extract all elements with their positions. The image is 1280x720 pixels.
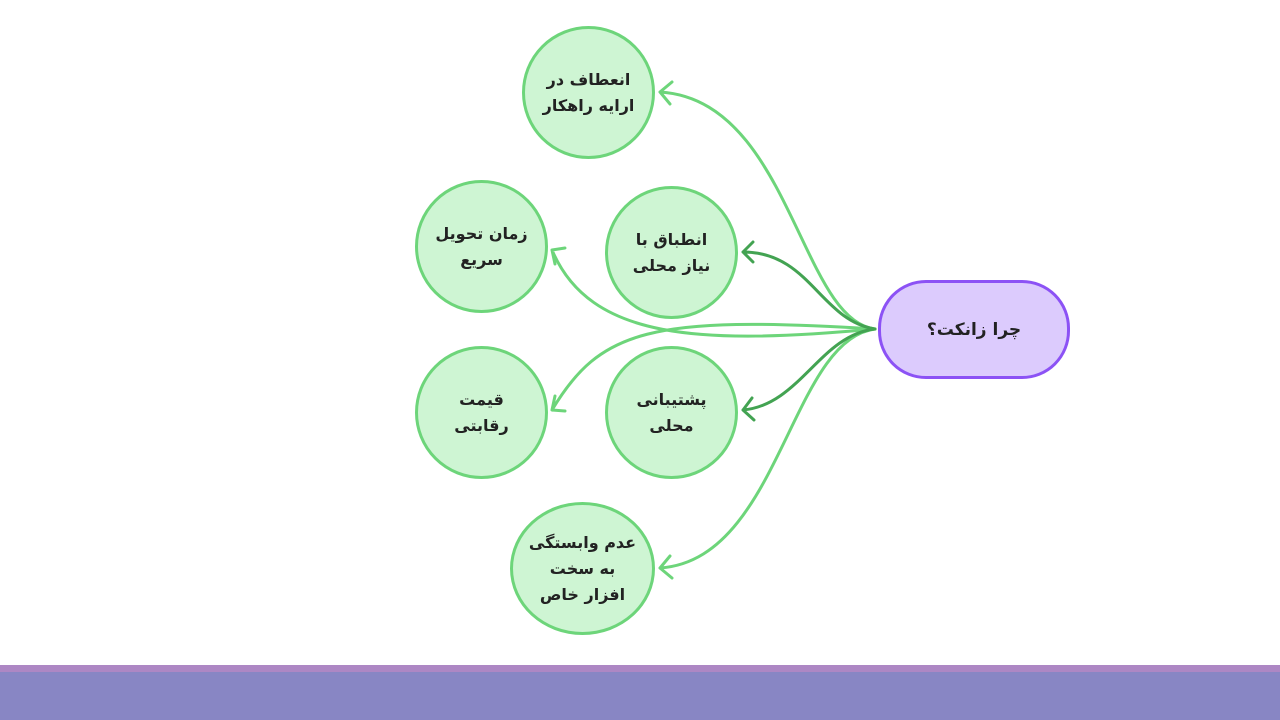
root-label: چرا زانکت؟ <box>926 319 1022 340</box>
node-label: انطباق با نیاز محلی <box>632 229 711 275</box>
footer-bar <box>0 672 1280 720</box>
node-label: قیمت رقابتی <box>454 389 509 435</box>
link-competitive-price <box>550 322 877 413</box>
node-hardware-independence[interactable]: عدم وابستگی به سخت افزار خاص <box>510 502 655 635</box>
node-label: عدم وابستگی به سخت افزار خاص <box>528 532 637 604</box>
link-hardware-independence <box>658 327 877 580</box>
link-local-support <box>741 327 877 422</box>
link-flexibility <box>658 80 877 331</box>
root-node[interactable]: چرا زانکت؟ <box>878 280 1070 379</box>
node-flexibility[interactable]: انعطاف در ارایه راهکار <box>522 26 655 159</box>
node-label: زمان تحویل سریع <box>435 223 528 269</box>
node-local-support[interactable]: پشتیبانی محلی <box>605 346 738 479</box>
link-fast-delivery <box>550 246 877 338</box>
node-competitive-price[interactable]: قیمت رقابتی <box>415 346 548 479</box>
footer-accent-bar <box>0 665 1280 672</box>
node-local-needs[interactable]: انطباق با نیاز محلی <box>605 186 738 319</box>
node-fast-delivery[interactable]: زمان تحویل سریع <box>415 180 548 313</box>
node-label: پشتیبانی محلی <box>636 389 707 435</box>
link-local-needs <box>741 240 877 331</box>
node-label: انعطاف در ارایه راهکار <box>542 69 635 115</box>
